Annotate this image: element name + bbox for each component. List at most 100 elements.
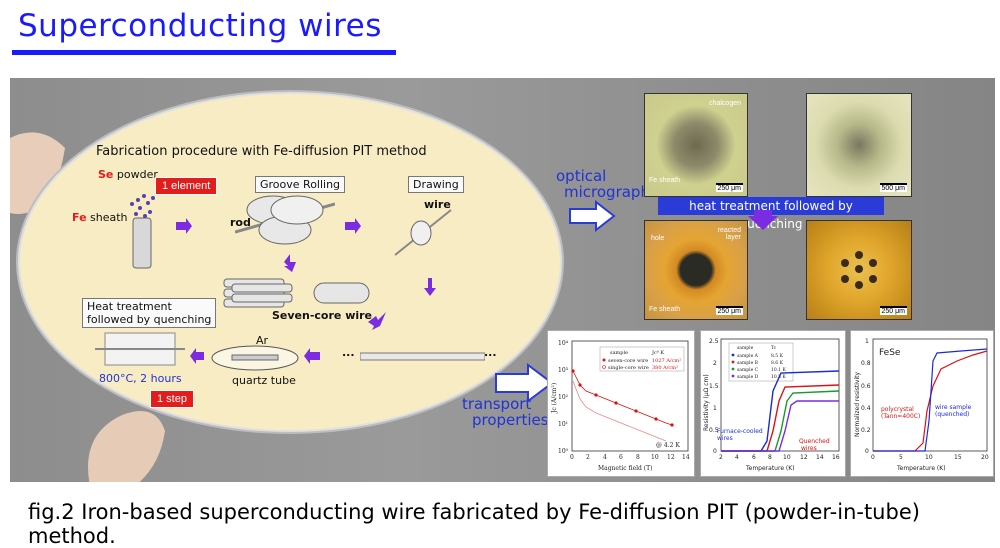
res-xtick-4: 10 [783, 454, 791, 461]
res-ylabel: Resistivity (μΩ cm) [703, 374, 710, 431]
groove-rollers-graphic [235, 195, 335, 245]
quenched-label-1: Quenched [799, 438, 830, 445]
optical-line1: optical [556, 167, 607, 185]
polycrystal-label-1: polycrystal [881, 406, 914, 413]
norm-ytick-3: 0.4 [861, 405, 871, 412]
jc-ytick-3: 10¹ [558, 421, 568, 428]
norm-xtick-3: 15 [954, 454, 962, 461]
hole-label: hole [651, 235, 665, 242]
fe-prefix: Fe [72, 211, 87, 224]
slide-title: Superconducting wires [18, 8, 382, 44]
res-xtick-6: 14 [816, 454, 824, 461]
res-legend-row-a: sample A [737, 353, 759, 359]
jc-legend-jc: Jc⁰ K [651, 350, 664, 356]
furnace-label-1: Furnace-cooled [717, 428, 763, 435]
normalized-curves [873, 348, 988, 452]
drawing-die-graphic [394, 209, 452, 256]
reacted-layer-label: reacted layer [717, 227, 741, 241]
jc-legend-row2-val: 380 A/cm² [652, 365, 678, 371]
ar-label: Ar [256, 334, 269, 347]
groove-rolling-label: Groove Rolling [255, 176, 346, 193]
temperature-label: 800°C, 2 hours [99, 372, 182, 385]
one-step-badge: 1 step [150, 390, 194, 408]
resistivity-plot: 2.5 2 1.5 1 0.5 0 2 4 6 8 10 12 14 16 Te… [703, 338, 840, 472]
jc-legend-row1: seven-core wire [608, 358, 648, 364]
chalcogen-label: chalcogen [709, 100, 741, 107]
res-legend-val-b: 8.6 K [771, 360, 784, 366]
micrograph-single-core-after: 250 μm [806, 220, 912, 320]
banner-down-arrow [748, 210, 778, 230]
jc-single-core-series [572, 380, 667, 442]
jc-legend-row2: single-core wire [608, 365, 649, 371]
fe-sheath-micro-label: Fe sheath [649, 177, 681, 184]
res-legend-row-b: sample B [737, 360, 759, 366]
norm-xtick-2: 10 [925, 454, 933, 461]
jc-seven-core-series [571, 369, 674, 427]
norm-ytick-5: 0 [865, 448, 869, 455]
drawn-wire-graphic [360, 352, 485, 361]
res-legend-sample: sample [737, 345, 754, 351]
res-xtick-5: 12 [800, 454, 808, 461]
micrograph-seven-core-before: chalcogen Fe sheath 250 μm [644, 93, 748, 197]
res-legend-val-c: 10.1 K [771, 367, 786, 373]
powder-text: powder [116, 168, 158, 181]
norm-xtick-0: 0 [871, 454, 875, 461]
jc-xtick-4: 8 [636, 454, 640, 461]
normalized-resistivity-plot: FeSe 1 0.8 0.6 0.4 0.2 0 0 5 10 15 20 Te… [854, 338, 989, 472]
scale-bar: 250 μm [715, 183, 743, 192]
dots-label-right: ... [484, 346, 497, 359]
quenched-label-2: wires [801, 445, 817, 452]
res-ytick-0: 2.5 [709, 338, 719, 345]
res-xtick-3: 8 [768, 454, 772, 461]
res-legend-tc: Tc [771, 345, 777, 351]
micrograph-single-core-before: 500 μm [806, 93, 912, 197]
res-legend-val-a: 8.5 K [771, 353, 784, 359]
norm-ytick-2: 0.6 [861, 383, 871, 390]
wire-sample-label-1: wire sample [935, 404, 972, 411]
dots-label: ... [342, 346, 355, 359]
one-element-badge: 1 element [155, 177, 218, 195]
se-prefix: Se [98, 168, 114, 181]
seven-core-graphic [223, 278, 370, 308]
norm-xlabel: Temperature (K) [896, 465, 946, 472]
furnace-label-2: wires [717, 435, 733, 442]
jc-note: @ 4.2 K [656, 442, 680, 449]
norm-ytick-0: 1 [865, 338, 869, 345]
transport-arrow [495, 363, 554, 403]
process-arrows [176, 218, 436, 364]
norm-ytick-4: 0.2 [861, 427, 871, 434]
scale-bar: 250 μm [879, 306, 907, 315]
res-ytick-1: 2 [713, 360, 717, 367]
polycrystal-label-2: (Tann=400C) [881, 413, 920, 420]
jc-xtick-3: 6 [619, 454, 623, 461]
bottom-hand-graphic [88, 411, 165, 482]
fese-title: FeSe [879, 348, 901, 358]
norm-xtick-4: 20 [981, 454, 989, 461]
optical-arrow [569, 200, 616, 232]
jc-vs-field-graph: 10⁴ 10³ 10² 10¹ 10⁰ 0 2 4 6 8 10 12 14 M… [547, 330, 695, 477]
jc-xtick-2: 4 [603, 454, 607, 461]
res-ytick-4: 0.5 [709, 427, 719, 434]
wire-label: wire [424, 198, 451, 211]
seven-core-label: Seven-core wire [272, 309, 373, 322]
core-holes-graphic [841, 251, 877, 289]
optical-line2: micrograph [564, 183, 650, 201]
fe-sheath-micro-label-2: Fe sheath [649, 306, 681, 313]
res-xtick-0: 2 [719, 454, 723, 461]
resistivity-graph: 2.5 2 1.5 1 0.5 0 2 4 6 8 10 12 14 16 Te… [700, 330, 846, 477]
jc-ytick-0: 10⁴ [558, 340, 569, 347]
furnace-graphic [95, 332, 185, 366]
wire-sample-label-2: (quenched) [935, 411, 969, 418]
res-xtick-1: 4 [735, 454, 739, 461]
jc-xtick-5: 10 [651, 454, 659, 461]
norm-ylabel: Normalized resistivity [854, 372, 861, 437]
resistivity-curves [721, 370, 840, 452]
jc-legend-sample: sample [610, 350, 628, 356]
heat-treatment-line2: followed by quenching [87, 313, 212, 326]
jc-xtick-7: 14 [682, 454, 690, 461]
scale-bar: 250 μm [715, 306, 743, 315]
sheath-text: sheath [90, 211, 128, 224]
res-legend-row-c: sample C [737, 367, 759, 373]
norm-ytick-1: 0.8 [861, 360, 871, 367]
res-ytick-2: 1.5 [709, 383, 719, 390]
